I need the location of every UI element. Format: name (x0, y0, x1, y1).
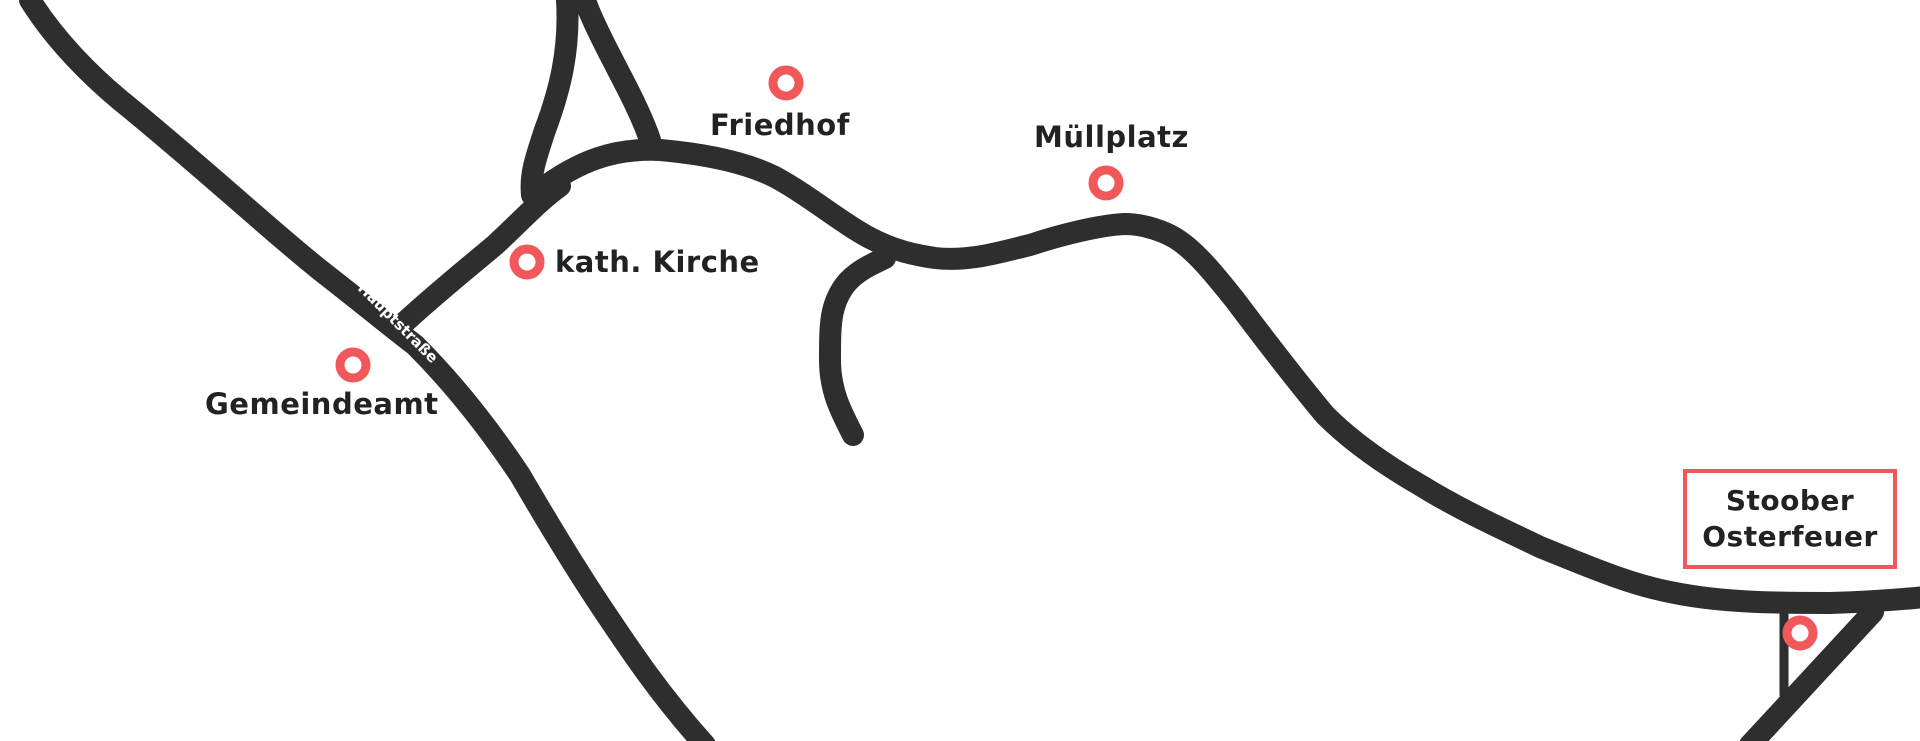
road-hauptstrasse (19, 0, 716, 741)
road-east (529, 138, 1920, 614)
road-north-fork-west (520, 0, 579, 206)
poi-marker-gemeindeamt[interactable] (335, 347, 371, 383)
poi-label-muellplatz: Müllplatz (1034, 120, 1189, 154)
road-north-fork-east (574, 0, 661, 151)
road-dead-end (819, 247, 896, 446)
event-callout-osterfeuer[interactable]: Stoober Osterfeuer (1683, 469, 1897, 569)
poi-marker-muellplatz[interactable] (1088, 165, 1124, 201)
poi-marker-osterfeuer[interactable] (1782, 615, 1818, 651)
poi-label-gemeindeamt: Gemeindeamt (205, 387, 439, 421)
event-title-line2: Osterfeuer (1702, 520, 1878, 553)
poi-label-kirche: kath. Kirche (555, 245, 760, 279)
poi-marker-kirche[interactable] (509, 244, 545, 280)
poi-marker-friedhof[interactable] (768, 65, 804, 101)
poi-label-friedhof: Friedhof (710, 108, 850, 142)
road-southeast (1739, 601, 1884, 741)
event-title-line1: Stoober (1725, 484, 1855, 517)
